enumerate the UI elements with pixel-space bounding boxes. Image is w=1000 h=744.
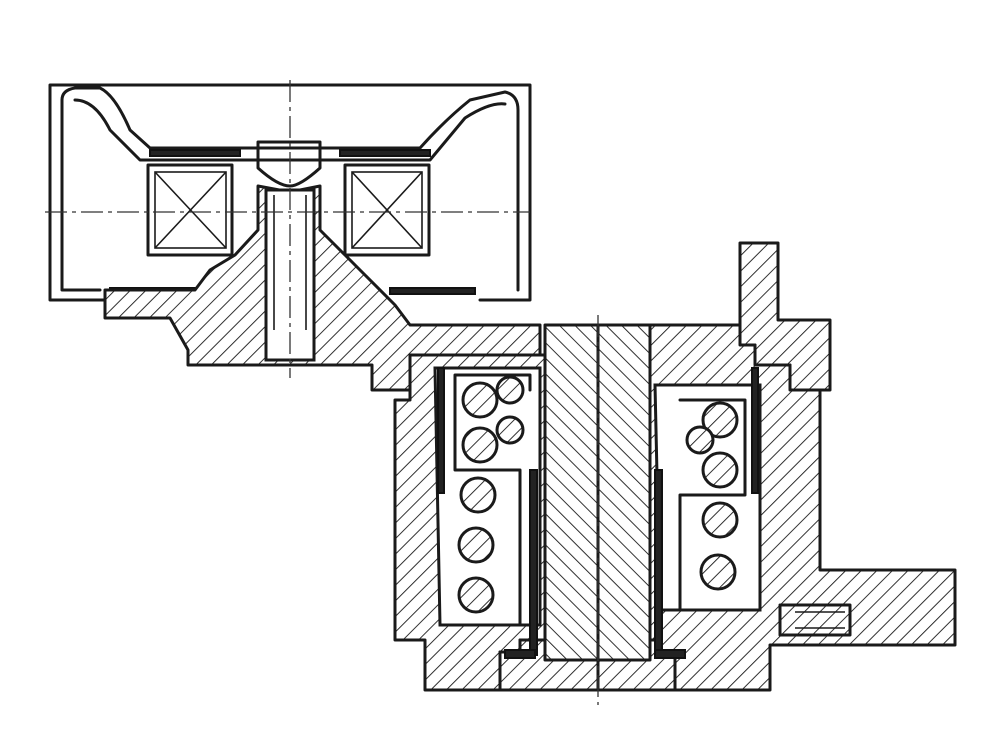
tensioner-body xyxy=(393,241,957,705)
pulley-rim-inner xyxy=(60,86,520,292)
spring-sleeve-right xyxy=(678,398,747,612)
washer-left xyxy=(504,649,536,659)
bushing-right xyxy=(654,469,663,656)
bearing-right xyxy=(343,163,431,257)
bolt-head xyxy=(256,140,322,188)
seal-top-right xyxy=(339,149,431,157)
torsion-spring-left xyxy=(457,375,525,614)
washer-right xyxy=(654,649,686,659)
pulley-shell-inner xyxy=(60,98,507,292)
pulley xyxy=(45,80,542,392)
stop-pin xyxy=(778,603,852,637)
torsion-spring-right xyxy=(685,401,739,591)
seal-top-left xyxy=(149,149,241,157)
spring-sleeve-left xyxy=(453,373,532,627)
sleeve-left xyxy=(437,367,445,494)
pulley-arm xyxy=(103,184,542,392)
bushing-left xyxy=(529,469,538,656)
seal-bottom-right xyxy=(389,287,476,295)
sleeve-right xyxy=(751,367,759,494)
bearing-left xyxy=(146,163,234,257)
